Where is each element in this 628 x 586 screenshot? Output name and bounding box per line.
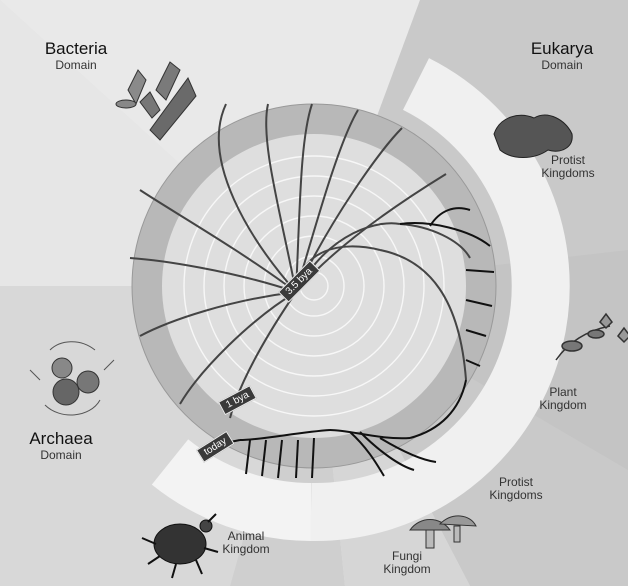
inner-disc (162, 134, 466, 438)
archaea-rank: Domain (22, 449, 100, 462)
eukarya-rank: Domain (524, 59, 600, 72)
eukarya-name: Eukarya (524, 40, 600, 59)
bacteria-name: Bacteria (36, 40, 116, 59)
archaea-name: Archaea (22, 430, 100, 449)
eukarya-label: Eukarya Domain (524, 40, 600, 72)
protist-icon (494, 115, 572, 157)
archaea-label: Archaea Domain (22, 430, 100, 462)
bacteria-rank: Domain (36, 59, 116, 72)
bacteria-label: Bacteria Domain (36, 40, 116, 72)
